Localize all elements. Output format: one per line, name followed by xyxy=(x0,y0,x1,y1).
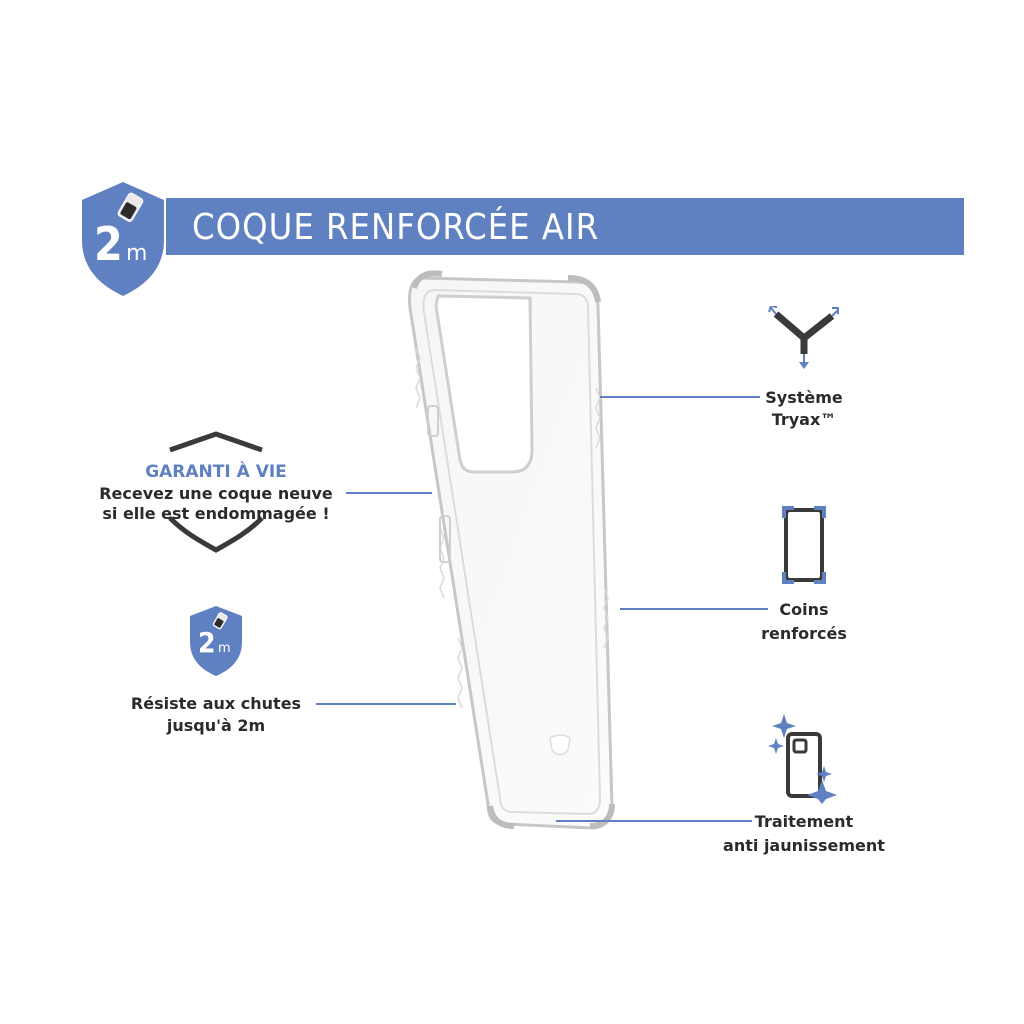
tryax-line-2: Tryax™ xyxy=(771,410,837,429)
badge-unit: m xyxy=(126,241,147,266)
warranty-connector-line xyxy=(346,492,432,494)
tryax-icon xyxy=(768,306,839,369)
title-banner xyxy=(166,198,964,255)
brand-logo-icon xyxy=(549,734,571,756)
warranty-title: GARANTI À VIE xyxy=(145,462,287,482)
sparkle-phone-icon xyxy=(768,714,837,804)
badge-number: 2 xyxy=(94,217,123,271)
drop-connector-line xyxy=(316,703,456,705)
drop-number: 2 xyxy=(198,626,216,659)
drop-line-2: jusqu'à 2m xyxy=(166,716,266,735)
drop-line-1: Résiste aux chutes xyxy=(130,694,302,713)
reinforced-corners-icon xyxy=(782,506,826,584)
drop-unit: m xyxy=(218,641,231,656)
yellowing-line-1: Traitement xyxy=(754,812,854,831)
warranty-line-2: si elle est endommagée ! xyxy=(102,504,330,523)
warranty-line-1: Recevez une coque neuve xyxy=(99,484,333,503)
drop-badge-shield-icon: 2 m xyxy=(82,182,164,296)
yellowing-line-2: anti jaunissement xyxy=(723,836,885,855)
drop-shield-icon: 2 m xyxy=(190,606,242,676)
tryax-connector-line xyxy=(600,396,760,398)
corners-line-1: Coins xyxy=(779,600,829,619)
shield-outline-icon xyxy=(168,431,264,553)
phone-drop-icon xyxy=(117,192,144,222)
phone-case-illustration xyxy=(408,270,615,830)
yellowing-connector-line xyxy=(556,820,752,822)
corners-connector-line xyxy=(620,608,768,610)
tryax-line-1: Système xyxy=(765,388,843,407)
banner-title: COQUE RENFORCÉE AIR xyxy=(192,207,600,248)
corners-line-2: renforcés xyxy=(761,624,847,643)
